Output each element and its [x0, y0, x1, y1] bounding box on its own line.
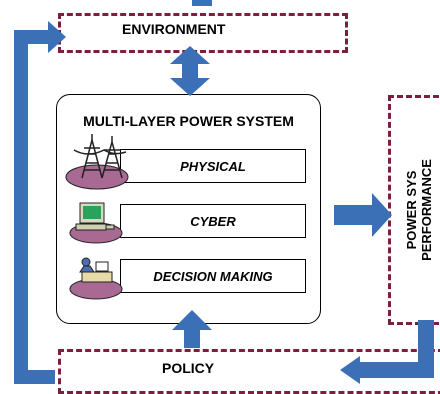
policy-label: POLICY	[162, 360, 215, 376]
environment-label: ENVIRONMENT	[122, 21, 226, 37]
layer-physical: PHYSICAL	[120, 149, 306, 183]
layer-decision-making: DECISION MAKING	[120, 259, 306, 293]
computer-icon	[69, 202, 123, 244]
layer-cyber-label: CYBER	[190, 213, 236, 229]
layer-cyber: CYBER	[120, 204, 306, 238]
environment-system-double-arrow	[170, 46, 210, 96]
policy-to-system-arrow	[172, 310, 212, 348]
layer-decision-making-label: DECISION MAKING	[153, 268, 273, 284]
transmission-tower-icon	[65, 134, 129, 190]
layer-physical-label: PHYSICAL	[180, 158, 246, 174]
feedback-loop-arrowhead	[48, 21, 66, 53]
performance-box	[388, 95, 440, 325]
feedback-loop-arrow	[14, 30, 55, 384]
top-blue-tab	[192, 0, 212, 6]
operator-icon	[69, 257, 123, 300]
performance-to-policy-arrow	[340, 320, 434, 384]
system-to-performance-arrow	[334, 193, 392, 237]
system-title: MULTI-LAYER POWER SYSTEM	[83, 113, 294, 129]
